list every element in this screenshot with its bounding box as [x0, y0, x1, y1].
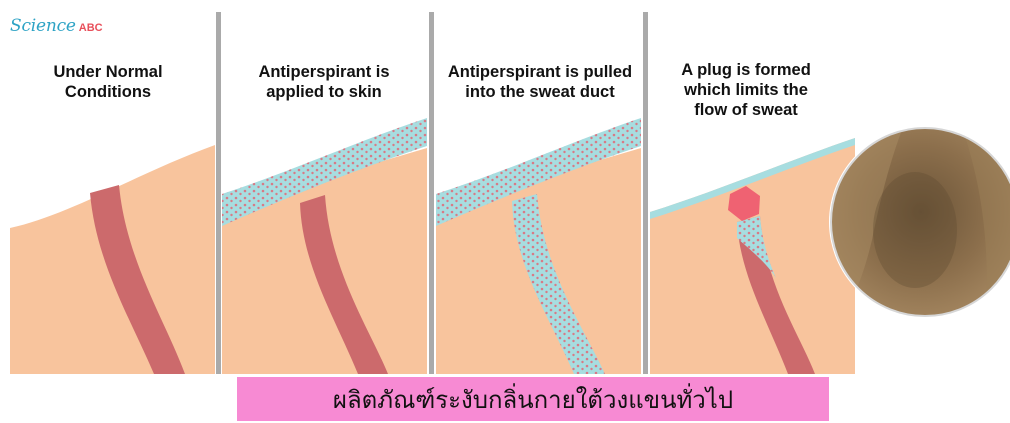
panel-1-title-line2: Conditions — [8, 82, 208, 102]
panel-2-title: Antiperspirant is applied to skin — [224, 62, 424, 102]
panel-applied-to-skin — [222, 118, 427, 374]
panel-1-title: Under Normal Conditions — [8, 62, 208, 102]
panel-plug-formed — [650, 138, 855, 374]
panel-4-title-line3: flow of sweat — [646, 100, 846, 120]
panel-2-title-line1: Antiperspirant is — [224, 62, 424, 82]
panel-4-title-line2: which limits the — [646, 80, 846, 100]
panel-normal-conditions — [10, 145, 215, 374]
panel-4-title: A plug is formed which limits the flow o… — [646, 60, 846, 120]
panel-3-title: Antiperspirant is pulled into the sweat … — [430, 62, 650, 102]
panel-3-title-line2: into the sweat duct — [430, 82, 650, 102]
panel-3-title-line1: Antiperspirant is pulled — [430, 62, 650, 82]
panel-1-title-line1: Under Normal — [8, 62, 208, 82]
panel-4-title-line1: A plug is formed — [646, 60, 846, 80]
caption-banner: ผลิตภัณฑ์ระงับกลิ่นกายใต้วงแขนทั่วไป — [237, 377, 829, 421]
panel-pulled-into-duct — [436, 118, 641, 374]
panel-2-title-line2: applied to skin — [224, 82, 424, 102]
panel-divider-1 — [216, 12, 221, 374]
